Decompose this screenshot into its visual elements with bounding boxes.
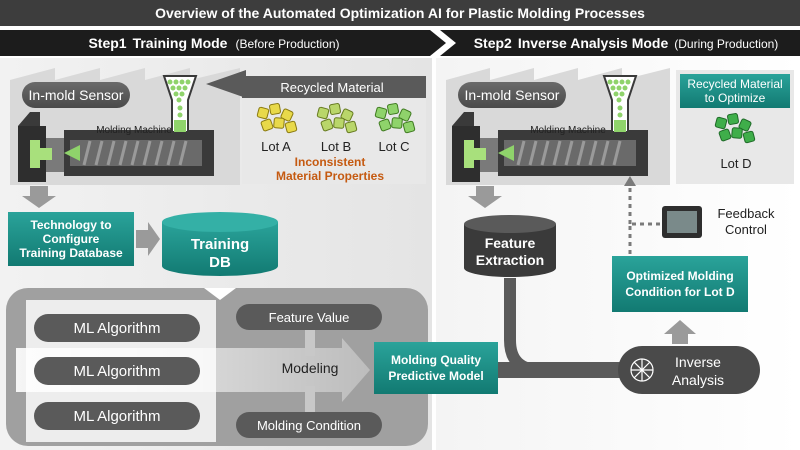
optimized-line1: Optimized Molding bbox=[626, 269, 733, 283]
molding-condition-label: Molding Condition bbox=[257, 418, 361, 433]
inverse-analysis-line2: Analysis bbox=[672, 372, 724, 388]
step2-down-arrow bbox=[468, 186, 502, 208]
ml-algorithm-2 bbox=[34, 357, 200, 385]
modeling-label: Modeling bbox=[282, 360, 339, 376]
step2-recycled-line1: Recycled Material bbox=[687, 77, 782, 91]
step2-machine-label: Molding Machine bbox=[530, 125, 606, 136]
db-pointer bbox=[204, 288, 236, 300]
molding-condition-pill bbox=[236, 412, 382, 438]
predictive-model-line1: Molding Quality bbox=[391, 353, 481, 367]
technology-line1: Technology to bbox=[30, 218, 111, 232]
feature-extraction-cylinder bbox=[464, 215, 556, 277]
feature-value-label: Feature Value bbox=[269, 310, 350, 325]
training-db-cylinder bbox=[162, 212, 278, 276]
step1-machine-label: Molding Machine bbox=[96, 125, 172, 136]
ml-algorithm-2-label: ML Algorithm bbox=[74, 363, 161, 380]
lot-c-label: Lot C bbox=[378, 139, 409, 154]
training-db-line2: DB bbox=[209, 254, 231, 271]
predictive-model-box bbox=[374, 342, 498, 394]
lot-d-pellets-icon bbox=[714, 113, 756, 144]
lot-a-pellets-icon bbox=[256, 103, 298, 134]
optimized-condition-box bbox=[612, 256, 748, 312]
technology-box bbox=[8, 212, 134, 266]
feedback-path bbox=[628, 222, 662, 254]
lot-c-pellets-icon bbox=[374, 103, 416, 134]
optimized-line2: Condition for Lot D bbox=[625, 285, 735, 299]
inverse-up-arrow bbox=[664, 320, 696, 344]
lot-d-label: Lot D bbox=[720, 156, 751, 171]
step1-material-box bbox=[242, 84, 426, 184]
step1-recycled-label: Recycled Material bbox=[280, 80, 383, 95]
lot-b-label: Lot B bbox=[321, 139, 351, 154]
step1-material-arrow bbox=[206, 70, 246, 98]
page-title: Overview of the Automated Optimization A… bbox=[155, 5, 645, 21]
step2-sensor-label: In-mold Sensor bbox=[465, 87, 560, 103]
step2-recycled-line2: to Optimize bbox=[705, 91, 766, 105]
feedback-line2: Control bbox=[725, 222, 767, 237]
tablet-controller-icon bbox=[662, 206, 702, 238]
step1-sensor-label: In-mold Sensor bbox=[29, 87, 124, 103]
inverse-analysis-line1: Inverse bbox=[675, 354, 721, 370]
feature-extraction-line2: Extraction bbox=[476, 252, 544, 268]
inconsistent-label-line1: Inconsistent bbox=[295, 155, 366, 169]
ml-algorithm-1 bbox=[34, 314, 200, 342]
network-icon bbox=[630, 358, 654, 382]
ml-algorithm-3 bbox=[34, 402, 200, 430]
step1-down-arrow bbox=[22, 186, 56, 208]
predictive-model-line2: Predictive Model bbox=[388, 369, 483, 383]
technology-line2: Configure bbox=[43, 232, 100, 246]
step1-sensor-badge bbox=[22, 82, 130, 108]
technology-line3: Training Database bbox=[19, 246, 123, 260]
inconsistent-label-line2: Material Properties bbox=[276, 169, 384, 183]
step1-header bbox=[0, 30, 446, 56]
lot-a-label: Lot A bbox=[261, 139, 291, 154]
inverse-analysis-pill bbox=[618, 346, 760, 394]
lot-b-pellets-icon bbox=[316, 103, 358, 134]
model-to-inverse-connector bbox=[498, 362, 628, 378]
step2-header bbox=[440, 30, 800, 56]
tech-to-db-arrow bbox=[136, 222, 160, 256]
title-bar bbox=[0, 0, 800, 26]
feature-value-pill bbox=[236, 304, 382, 330]
ml-algorithm-3-label: ML Algorithm bbox=[74, 408, 161, 425]
feedback-line1: Feedback bbox=[717, 206, 775, 221]
training-db-line1: Training bbox=[191, 236, 249, 253]
feature-extraction-line1: Feature bbox=[485, 235, 536, 251]
ml-algorithm-1-label: ML Algorithm bbox=[74, 320, 161, 337]
step2-sensor-badge bbox=[458, 82, 566, 108]
